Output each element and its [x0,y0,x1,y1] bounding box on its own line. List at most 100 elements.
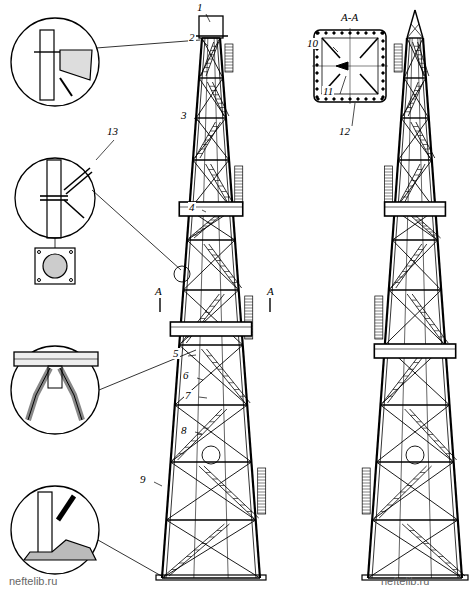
callout-number: 4 [188,202,196,213]
line [394,56,402,57]
line [417,169,422,170]
line [405,191,410,192]
line [405,409,452,460]
line [374,466,426,518]
detail-circle [11,18,99,106]
line [420,472,425,473]
line [200,149,205,150]
line [210,421,215,422]
line [188,355,196,356]
line [413,126,418,127]
line [235,196,243,197]
line [432,235,437,236]
line [64,168,90,190]
line [206,63,211,64]
line [385,196,393,197]
line [404,290,405,345]
line [218,369,223,370]
line [187,240,239,290]
line [385,199,393,200]
line [374,349,455,350]
watermark: neftelib.ru [8,576,58,587]
line [235,199,243,200]
ladder [225,44,233,72]
line [404,77,426,78]
line [408,369,413,370]
line [214,94,219,95]
line [402,197,407,198]
line [96,140,114,160]
line [425,149,430,150]
callout-number: 5 [172,348,180,359]
line [414,175,419,176]
line [414,46,419,47]
line [414,214,441,238]
line [375,326,383,327]
line [213,126,218,127]
line [415,50,420,51]
line [189,214,217,238]
line [385,169,393,170]
line [394,65,402,66]
line [179,563,184,564]
line [414,362,419,363]
line [209,86,214,87]
line [396,244,427,288]
line [201,42,214,76]
line [360,38,378,58]
line [423,144,428,145]
line [420,63,425,64]
line [398,159,432,160]
ladder [258,468,266,514]
line [229,382,234,383]
line [258,474,266,475]
line [413,479,418,480]
line [427,153,432,154]
line [191,440,196,441]
base [156,575,266,580]
line [92,190,181,270]
line [399,277,404,278]
line [391,244,422,288]
line [210,131,215,132]
line [400,492,405,493]
line [194,118,200,122]
line [415,90,420,91]
line [166,519,255,520]
callout-number: 7 [184,390,192,401]
line [394,47,402,48]
line [235,190,243,191]
line [401,118,432,160]
line [258,483,266,484]
node-ring [406,446,424,464]
line [376,461,453,462]
line [200,122,221,158]
line [407,107,412,108]
line [394,53,402,54]
line [418,135,423,136]
line [393,389,398,390]
line [211,50,216,51]
line [405,111,410,112]
line [240,396,245,397]
line [228,277,233,278]
line [362,510,370,511]
line [212,90,217,91]
section-label: A-A [340,12,359,23]
line [14,359,98,360]
callout-number: 6 [182,370,190,381]
line [203,144,208,145]
line [225,47,233,48]
line [207,82,224,116]
line [362,498,370,499]
line [389,290,445,345]
line [258,507,266,508]
line [185,447,190,448]
line [429,232,434,233]
line [222,111,227,112]
line [223,376,228,377]
line [419,223,424,224]
line [385,184,393,185]
line [201,349,245,403]
node-ring [202,446,220,464]
